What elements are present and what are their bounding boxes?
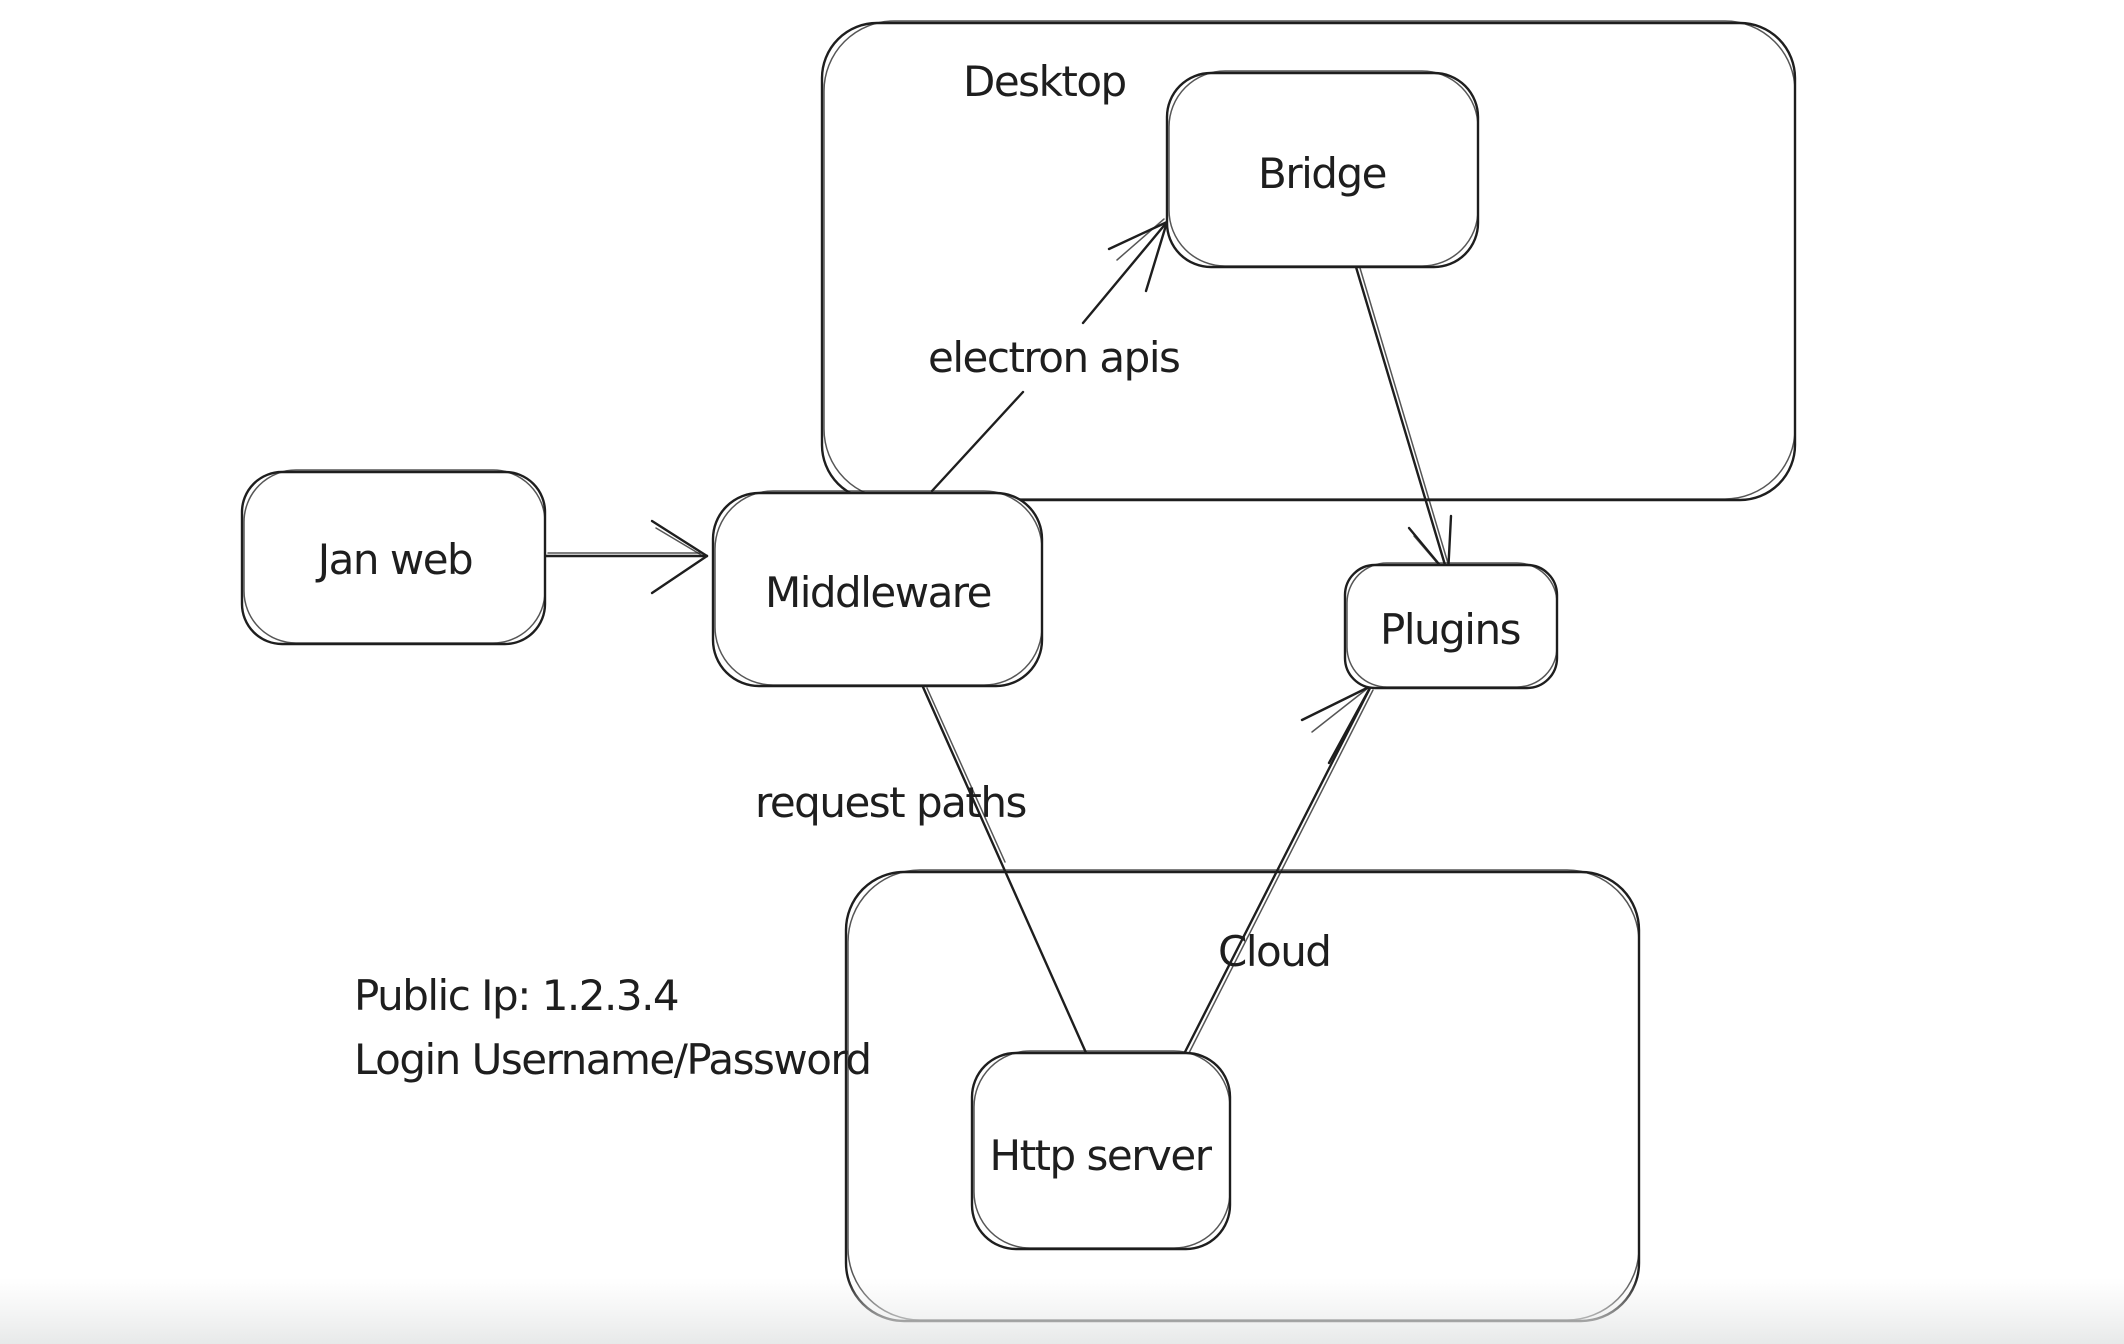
node-http-server[interactable]: Http server [970, 1050, 1232, 1251]
line-sketch-stroke [926, 687, 1006, 863]
arrow-httpserver-to-plugins[interactable] [1183, 684, 1374, 1054]
httpserver-box-sketch-stroke [973, 1050, 1231, 1249]
node-middleware[interactable]: Middleware [711, 490, 1044, 688]
bridge-box-sketch-stroke [1168, 70, 1479, 267]
annotation-credentials[interactable]: Public Ip: 1.2.3.4 Login Username/Passwo… [354, 971, 872, 1084]
arrow-janweb-to-middleware[interactable] [543, 519, 709, 595]
edge-label-request-paths[interactable]: request paths [755, 778, 1027, 827]
node-bridge[interactable]: Bridge [1165, 70, 1480, 269]
janweb-box-sketch-stroke [243, 469, 546, 644]
bridge-node-label[interactable]: Bridge [1258, 149, 1387, 198]
cloud-container-label[interactable]: Cloud [1218, 927, 1332, 976]
edge-label-electron-apis[interactable]: electron apis [928, 333, 1181, 382]
canvas-bottom-fade [0, 1278, 2124, 1344]
desktop-container-label[interactable]: Desktop [963, 57, 1127, 106]
arrow-sketch-stroke [1359, 267, 1451, 571]
line-middleware-to-httpserver[interactable] [921, 685, 1089, 1057]
arrow-middleware-to-bridge[interactable] [930, 218, 1169, 493]
arrow-sketch-stroke [1188, 689, 1374, 1054]
middleware-node-label[interactable]: Middleware [765, 568, 993, 617]
plugins-box-sketch-stroke [1346, 562, 1558, 688]
plugins-node-label[interactable]: Plugins [1380, 605, 1521, 654]
arrowhead-sketch-stroke [1311, 687, 1369, 733]
arrowhead-sketch-stroke [655, 527, 704, 557]
node-plugins[interactable]: Plugins [1343, 562, 1559, 690]
middleware-box-sketch-stroke [714, 490, 1043, 686]
desktop-box-sketch-stroke [823, 20, 1796, 500]
http-server-node-label[interactable]: Http server [990, 1131, 1215, 1180]
node-jan-web[interactable]: Jan web [240, 469, 547, 646]
annotation-login[interactable]: Login Username/Password [354, 1035, 872, 1084]
arrowhead-sketch-stroke [1116, 218, 1165, 261]
jan-web-node-label[interactable]: Jan web [315, 535, 474, 584]
annotation-public-ip[interactable]: Public Ip: 1.2.3.4 [354, 971, 680, 1020]
